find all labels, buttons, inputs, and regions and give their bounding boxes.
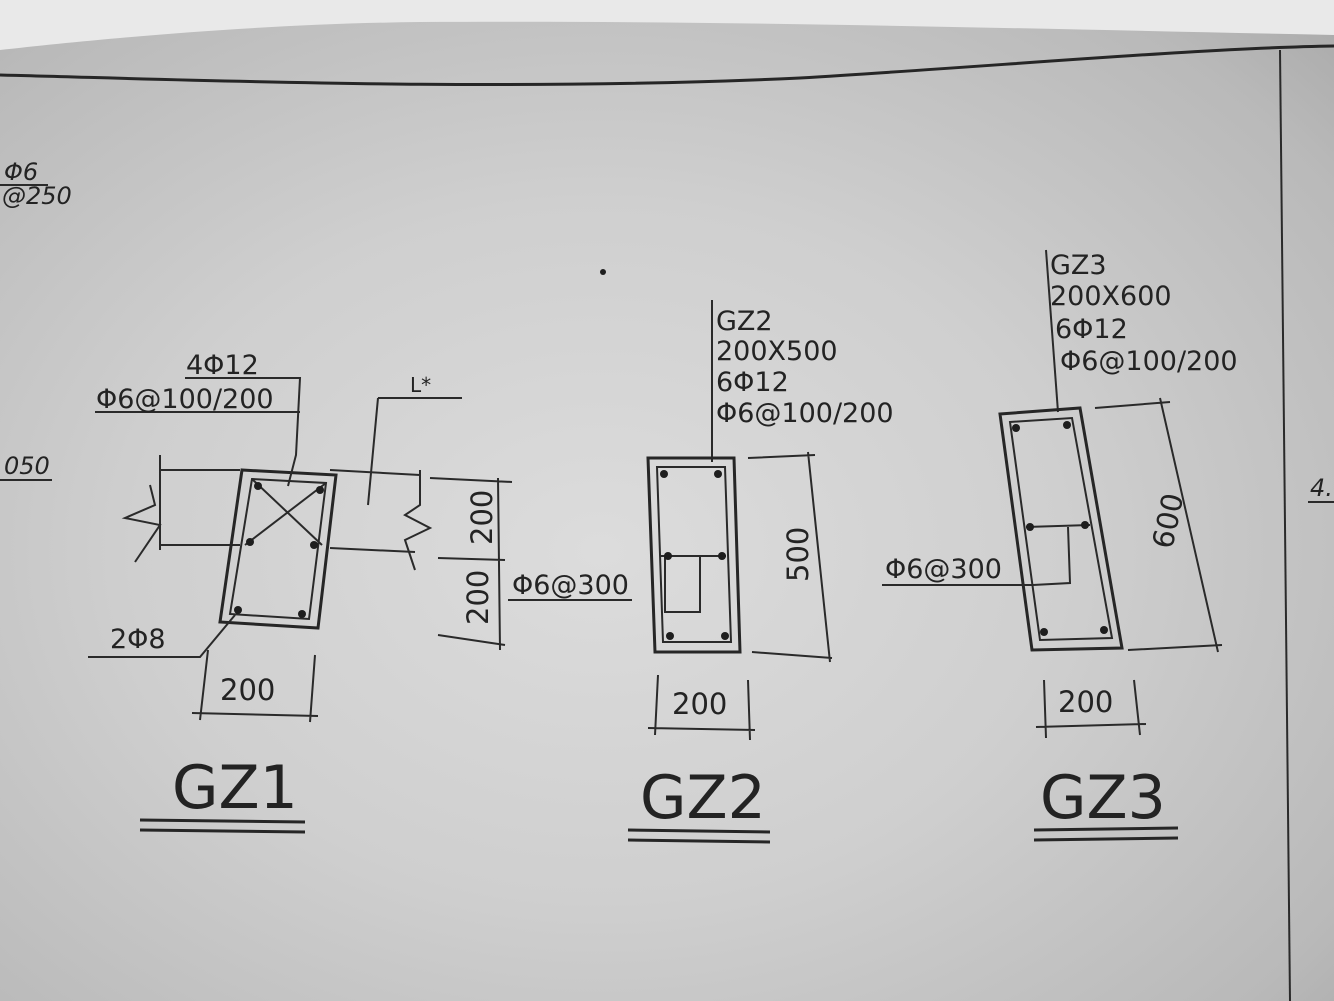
gz3-title: GZ3 <box>1040 763 1166 833</box>
gz2-bar <box>714 470 722 478</box>
gz1-dim-lower: 200 <box>461 570 495 625</box>
gz3-detail: GZ3 200X600 6Φ12 Φ6@100/200 Φ6@300 600 2… <box>882 249 1238 842</box>
gz2-bar <box>660 470 668 478</box>
gz3-bar <box>1063 421 1071 429</box>
gz1-long-bars-label: 4Φ12 <box>186 350 259 381</box>
gz3-tie-label: Φ6@300 <box>885 554 1002 585</box>
gz1-leader-top <box>185 377 302 487</box>
gz2-height-dim <box>747 451 833 663</box>
gz1-width-dim <box>191 649 319 723</box>
gz3-label-leader <box>1045 249 1059 413</box>
gz2-long-bars: 6Φ12 <box>716 367 789 398</box>
gz3-bar <box>1026 523 1034 531</box>
gz1-title-underline <box>139 818 306 834</box>
gz2-size: 200X500 <box>716 336 838 367</box>
gz1-wall-mark: L* <box>410 373 431 397</box>
gz3-name: GZ3 <box>1050 250 1107 281</box>
gz1-wall-lines <box>159 455 421 553</box>
gz1-column-outline <box>218 468 338 630</box>
gz3-bar <box>1100 626 1108 634</box>
gz1-bar <box>246 538 254 546</box>
gz1-vertical-dims <box>429 477 513 651</box>
edge-text-right: 4. <box>1310 474 1333 502</box>
gz1-tie-label: Φ6@300 <box>512 570 629 601</box>
gz1-break-left <box>121 484 162 563</box>
gz1-cross-b <box>244 482 327 546</box>
sheet-border-line <box>0 44 1334 87</box>
gz3-stirrup <box>1008 416 1114 642</box>
gz2-bar <box>721 632 729 640</box>
gz2-stirrup <box>655 466 733 643</box>
gz2-bar <box>718 552 726 560</box>
gz2-detail: GZ2 200X500 6Φ12 Φ6@100/200 500 200 GZ2 <box>627 300 894 844</box>
sheet-border-right <box>1279 49 1291 1001</box>
gz2-bar <box>666 632 674 640</box>
gz2-height-label: 500 <box>781 527 815 582</box>
background-strip <box>0 0 1334 50</box>
gz3-title-underline <box>1033 826 1179 842</box>
gz3-tie <box>1025 524 1091 586</box>
gz2-title-underline <box>627 828 771 844</box>
gz1-bar <box>254 482 262 490</box>
gz2-stirrups: Φ6@100/200 <box>716 398 894 429</box>
gz1-title: GZ1 <box>172 753 298 823</box>
gz3-height-label: 600 <box>1146 490 1191 551</box>
gz1-bar <box>310 541 318 549</box>
gz2-title: GZ2 <box>640 763 766 833</box>
gz1-stirrup <box>228 477 328 621</box>
gz3-long-bars: 6Φ12 <box>1055 314 1128 345</box>
gz3-width-label: 200 <box>1058 685 1113 719</box>
speck <box>600 269 606 275</box>
gz2-column-outline <box>646 456 742 654</box>
gz3-bar <box>1040 628 1048 636</box>
gz3-height-dim <box>1094 397 1223 653</box>
gz1-detail: 4Φ12 Φ6@100/200 2Φ8 L* 200 200 Φ6@300 20… <box>88 350 632 834</box>
gz3-stirrups: Φ6@100/200 <box>1060 346 1238 377</box>
gz3-bar <box>1081 521 1089 529</box>
gz1-wall-mark-leader <box>367 397 462 506</box>
gz1-bar <box>234 606 242 614</box>
gz1-leader-side <box>88 614 236 658</box>
gz3-width-dim <box>1035 679 1147 739</box>
gz1-stirrup-label: Φ6@100/200 <box>96 384 274 415</box>
gz1-dim-upper: 200 <box>465 490 499 545</box>
gz2-width-label: 200 <box>672 687 727 721</box>
gz1-width-label: 200 <box>220 673 275 707</box>
gz1-side-bars-label: 2Φ8 <box>110 624 166 655</box>
gz3-size: 200X600 <box>1050 281 1172 312</box>
gz1-bar <box>316 486 324 494</box>
edge-text-c: 050 <box>4 452 50 480</box>
gz2-name: GZ2 <box>716 306 773 337</box>
gz3-column-outline <box>998 406 1124 652</box>
gz1-bar <box>298 610 306 618</box>
gz2-width-dim <box>647 674 756 741</box>
gz1-break-right <box>403 470 433 571</box>
edge-text-a: Φ6 <box>4 158 38 186</box>
gz2-bar <box>664 552 672 560</box>
gz2-tie <box>660 555 726 613</box>
gz3-bar <box>1012 424 1020 432</box>
edge-text-b: @250 <box>2 182 72 210</box>
